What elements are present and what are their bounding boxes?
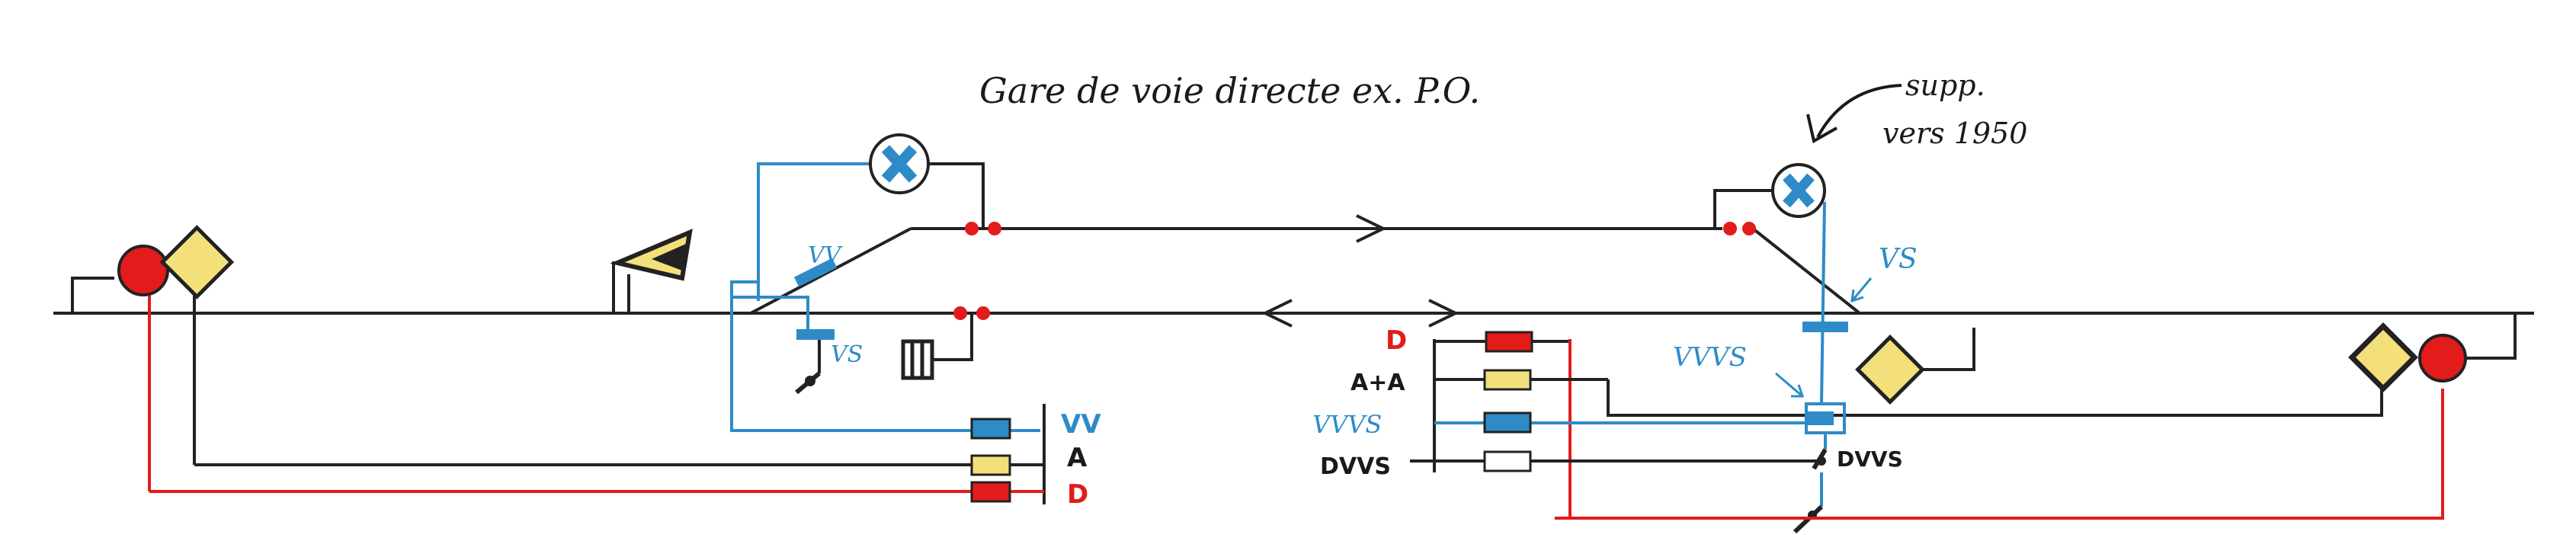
left-vv-label: VV — [808, 242, 844, 269]
signal-red-disc-icon — [2418, 334, 2467, 383]
lever-icon — [795, 340, 821, 395]
right-panel: D A+A VVVS DVVS — [1312, 325, 2383, 518]
signal-red-disc-icon — [117, 245, 169, 296]
left-panel-d-block — [970, 481, 1011, 503]
left-switch-diagonal — [750, 227, 912, 315]
right-panel-label-dvvs: DVVS — [1320, 453, 1391, 480]
left-entry-signal — [71, 225, 235, 491]
right-panel-vvvs-block — [1483, 411, 1532, 434]
right-vs-marker — [1802, 322, 1848, 332]
right-exit-signal — [2348, 313, 2517, 392]
lamp-box-icon — [901, 313, 973, 380]
left-panel: VV A D — [149, 404, 1101, 510]
right-panel-label-vvvs: VVVS — [1312, 410, 1382, 439]
distant-signal-triangle-icon — [610, 229, 693, 281]
left-panel-label-vv: VV — [1061, 409, 1101, 440]
signal-yellow-diamond-icon — [159, 225, 235, 299]
siding-direction-arrow — [1341, 214, 1387, 243]
right-yellow-diamond-signal — [1855, 328, 1975, 405]
right-panel-aa-block — [1483, 369, 1532, 391]
right-panel-label-aa: A+A — [1350, 370, 1405, 396]
right-crossing-signal — [1713, 163, 1826, 405]
annotation: supp. vers 1950 — [1806, 69, 2027, 150]
annotation-line2: vers 1950 — [1882, 117, 2027, 150]
junction-dots — [953, 222, 1756, 320]
distant-signal — [610, 229, 693, 313]
main-direction-arrow-left — [1261, 299, 1311, 328]
right-switch-diagonal — [1751, 227, 1861, 315]
left-blue-circuit — [730, 162, 1040, 432]
left-vv-marker — [793, 258, 838, 287]
diagram-title: Gare de voie directe ex. P.O. — [979, 70, 1480, 111]
right-vs-label: VS — [1879, 244, 1918, 275]
annotation-arrow — [1816, 84, 1902, 138]
right-panel-d-block — [1485, 331, 1533, 353]
annotation-line1: supp. — [1905, 69, 1985, 102]
left-panel-label-d: D — [1067, 479, 1088, 510]
right-panel-label-d: D — [1386, 325, 1407, 356]
right-panel-dvvs-block — [1483, 450, 1532, 472]
main-direction-arrow-right — [1410, 299, 1459, 328]
signal-yellow-diamond-icon — [1855, 335, 1925, 405]
right-vvvs-label: VVVS — [1673, 342, 1747, 373]
left-panel-vv-block — [970, 418, 1011, 440]
left-vs-label: VS — [831, 341, 863, 368]
left-vs-marker — [796, 329, 835, 340]
left-panel-a-block — [970, 454, 1011, 476]
left-panel-label-a: A — [1067, 443, 1088, 473]
signal-yellow-diamond-icon — [2348, 322, 2418, 392]
right-dvvs-label: DVVS — [1837, 447, 1903, 472]
